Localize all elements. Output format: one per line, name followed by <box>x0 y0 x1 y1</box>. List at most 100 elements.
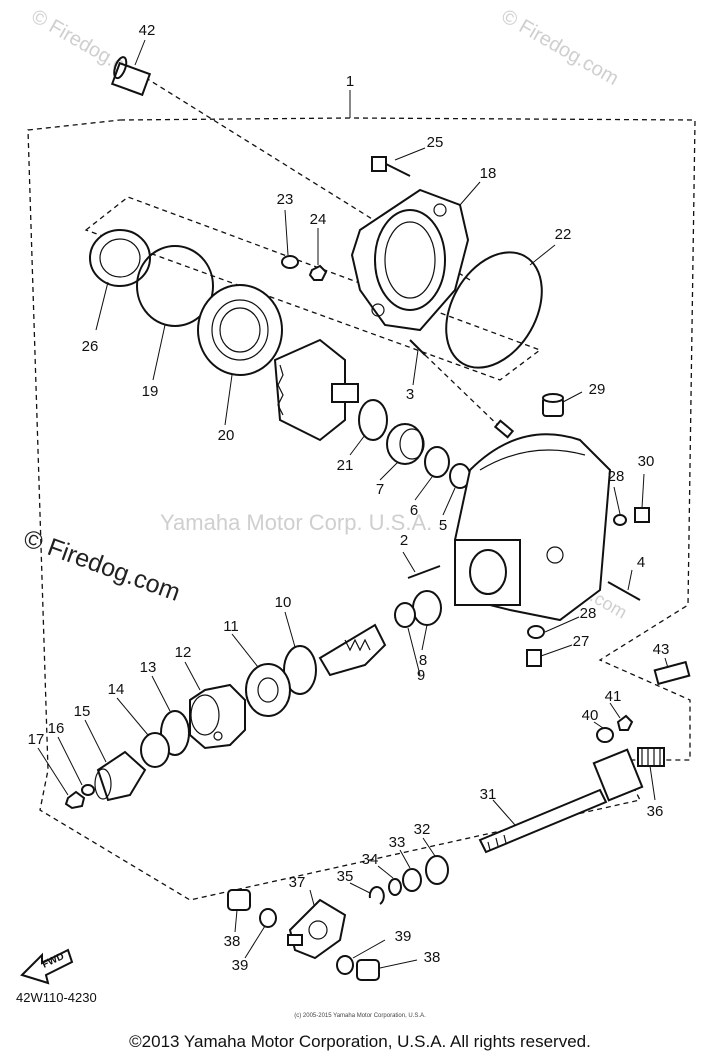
callout-19: 19 <box>142 383 159 400</box>
part-28-washer-upper <box>613 514 627 526</box>
callout-11: 11 <box>223 618 239 635</box>
diagram-code: 42W110-4230 <box>16 990 97 1005</box>
callout-32: 32 <box>414 821 431 838</box>
callout-33: 33 <box>389 834 406 851</box>
part-14-oil-seal <box>140 732 170 768</box>
callout-5: 5 <box>439 517 447 534</box>
callout-8: 8 <box>419 652 427 669</box>
callout-7: 7 <box>376 481 384 498</box>
callout-36: 36 <box>647 803 664 820</box>
callouts: 42 1 25 18 23 24 22 26 19 20 3 21 7 6 5 … <box>28 22 670 974</box>
watermark-center: Yamaha Motor Corp. U.S.A. <box>160 510 432 535</box>
part-33-washer <box>402 868 422 892</box>
callout-6: 6 <box>410 502 418 519</box>
part-3-stud <box>409 339 426 356</box>
callout-18: 18 <box>480 165 497 182</box>
part-37-universal-joint <box>287 898 347 960</box>
part-39-seal-left <box>259 908 277 928</box>
part-30-bolt <box>634 507 650 523</box>
callout-26: 26 <box>82 338 99 355</box>
callout-30: 30 <box>638 453 655 470</box>
part-8-bearing <box>412 590 442 626</box>
callout-24: 24 <box>310 211 327 228</box>
part-3-stud-end <box>493 419 515 439</box>
part-18-bearing-retainer <box>350 188 470 332</box>
part-29-cap <box>542 393 564 417</box>
part-11-bearing <box>245 663 291 717</box>
part-31-drive-shaft <box>478 748 644 854</box>
part-38-bearing-right <box>356 959 380 981</box>
part-22-o-ring <box>445 251 543 369</box>
callout-38-right: 38 <box>424 949 441 966</box>
callout-16: 16 <box>48 720 65 737</box>
callout-39-left: 39 <box>232 957 249 974</box>
part-9-collar <box>394 602 416 628</box>
forward-arrow-icon: FWD <box>20 948 74 985</box>
callout-12: 12 <box>175 644 192 661</box>
assembly-boundary <box>27 117 696 901</box>
callout-10: 10 <box>275 594 292 611</box>
callout-1: 1 <box>346 73 354 90</box>
part-17-nut <box>64 790 86 810</box>
callout-35: 35 <box>337 868 354 885</box>
callout-42: 42 <box>139 22 156 39</box>
callout-29: 29 <box>589 381 606 398</box>
part-34-washer <box>388 878 402 896</box>
part-21-shim <box>358 399 388 441</box>
callout-39-right: 39 <box>395 928 412 945</box>
leader-lines <box>37 39 669 969</box>
part-26-oil-seal <box>89 229 151 287</box>
callout-15: 15 <box>74 703 91 720</box>
part-28-washer-lower <box>527 625 545 639</box>
watermark-top-right: © Firedog.com <box>498 5 623 90</box>
part-35-circlip <box>368 885 385 905</box>
part-10-o-ring <box>283 645 317 695</box>
callout-38-left: 38 <box>224 933 241 950</box>
part-4-stud <box>607 581 641 601</box>
callout-25: 25 <box>427 134 444 151</box>
callout-4: 4 <box>637 554 645 571</box>
callout-28-upper: 28 <box>608 468 625 485</box>
part-36-spring <box>637 747 665 767</box>
part-13-circlip <box>160 710 190 756</box>
callout-27: 27 <box>573 633 590 650</box>
part-6-race <box>424 446 450 478</box>
callout-14: 14 <box>108 681 125 698</box>
part-27-plug <box>526 649 542 667</box>
part-16-washer <box>81 784 95 796</box>
part-2-stud <box>407 565 441 579</box>
part-12-bearing-housing <box>189 683 246 750</box>
part-43-label <box>653 660 691 686</box>
part-24-nut <box>308 264 328 281</box>
part-40-bolt <box>596 727 614 743</box>
part-7-bearing <box>386 423 425 465</box>
small-copyright: (c) 2005-2015 Yamaha Motor Corporation, … <box>294 1013 426 1019</box>
copyright-notice: ©2013 Yamaha Motor Corporation, U.S.A. A… <box>129 1032 591 1051</box>
part-15-boot <box>94 750 147 802</box>
callout-13: 13 <box>140 659 157 676</box>
part-19-o-ring <box>136 245 214 327</box>
callout-28-lower: 28 <box>580 605 597 622</box>
callout-21: 21 <box>337 457 354 474</box>
callout-9: 9 <box>417 667 425 684</box>
part-38-bearing-left <box>227 889 251 911</box>
callout-17: 17 <box>28 731 45 748</box>
callout-22: 22 <box>555 226 572 243</box>
watermark-left: © Firedog.com <box>20 524 184 607</box>
callout-41: 41 <box>605 688 622 705</box>
callout-40: 40 <box>582 707 599 724</box>
callout-3: 3 <box>406 386 414 403</box>
part-41-nut <box>616 714 634 731</box>
callout-31: 31 <box>480 786 497 803</box>
callout-20: 20 <box>218 427 235 444</box>
part-39-seal-right <box>336 955 354 975</box>
part-23-washer <box>281 255 299 269</box>
part-42-sleeve <box>110 56 152 97</box>
stud-guide-line <box>424 354 506 433</box>
part-25-bolt <box>371 156 411 177</box>
part-ring-gear <box>273 338 359 442</box>
callout-23: 23 <box>277 191 294 208</box>
callout-34: 34 <box>362 851 379 868</box>
